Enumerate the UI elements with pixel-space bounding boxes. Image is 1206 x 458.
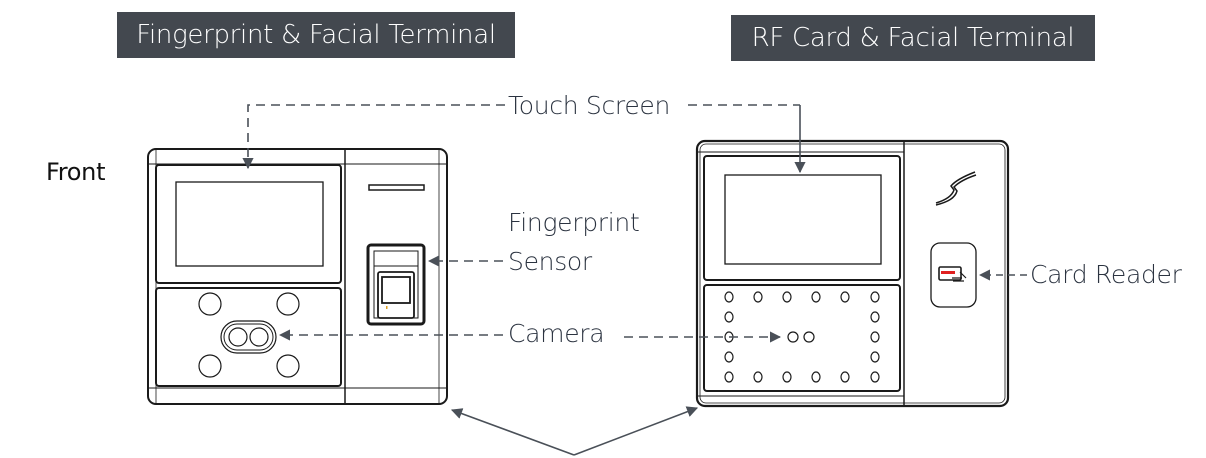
ir-led-ring — [724, 291, 880, 383]
fingerprint-sensor — [366, 243, 426, 326]
ir-led — [870, 291, 880, 303]
touch-screen-right — [724, 174, 882, 265]
touch-screen-bezel-left — [155, 164, 342, 284]
ir-light — [276, 354, 300, 378]
ir-led — [753, 291, 763, 303]
card-reader — [930, 242, 977, 308]
ir-led — [724, 371, 734, 383]
callout-fingerprint-sensor-line2: Sensor — [508, 247, 592, 276]
ir-led — [870, 351, 880, 363]
camera-lens — [249, 327, 269, 347]
ir-led — [724, 311, 734, 323]
pointer-right-device — [573, 406, 699, 456]
leader-lines — [242, 104, 1027, 456]
ir-led — [811, 291, 821, 303]
pointer-left-device — [450, 408, 575, 456]
callout-fingerprint-sensor-line1: Fingerprint — [508, 208, 640, 237]
device-body-right — [695, 139, 1010, 408]
ir-led — [840, 371, 850, 383]
rf-card-facial-terminal-device — [695, 139, 1010, 408]
callout-camera: Camera — [508, 319, 605, 348]
ir-led — [840, 291, 850, 303]
ir-led — [753, 371, 763, 383]
view-label-front: Front — [46, 158, 106, 186]
device-body-left — [147, 148, 448, 405]
title-rf-card-facial-terminal: RF Card & Facial Terminal — [731, 15, 1095, 61]
brand-logo-icon — [935, 171, 977, 206]
ir-led — [782, 371, 792, 383]
ir-light — [198, 354, 222, 378]
ir-led — [811, 371, 821, 383]
ir-led — [724, 351, 734, 363]
ir-led — [782, 291, 792, 303]
title-fingerprint-facial-terminal: Fingerprint & Facial Terminal — [117, 12, 515, 58]
ir-led — [870, 371, 880, 383]
leader-touch-screen-left — [242, 104, 505, 170]
camera-panel-left — [155, 287, 342, 387]
callout-touch-screen: Touch Screen — [508, 91, 671, 120]
callout-card-reader: Card Reader — [1030, 260, 1182, 289]
indicator-slot — [368, 184, 425, 191]
ir-light — [198, 292, 222, 316]
camera-lens — [228, 327, 248, 347]
touch-screen-bezel-right — [703, 155, 901, 281]
ir-led — [870, 331, 880, 343]
camera-panel-right — [703, 284, 901, 392]
ir-led — [724, 291, 734, 303]
fingerprint-facial-terminal-device — [147, 148, 448, 405]
ir-led — [870, 311, 880, 323]
card-reader-icon — [938, 266, 967, 282]
camera-lens — [803, 331, 815, 343]
camera-housing-outer — [220, 320, 277, 354]
touch-screen-left — [175, 181, 324, 267]
ir-light — [276, 292, 300, 316]
camera-lens — [787, 331, 799, 343]
